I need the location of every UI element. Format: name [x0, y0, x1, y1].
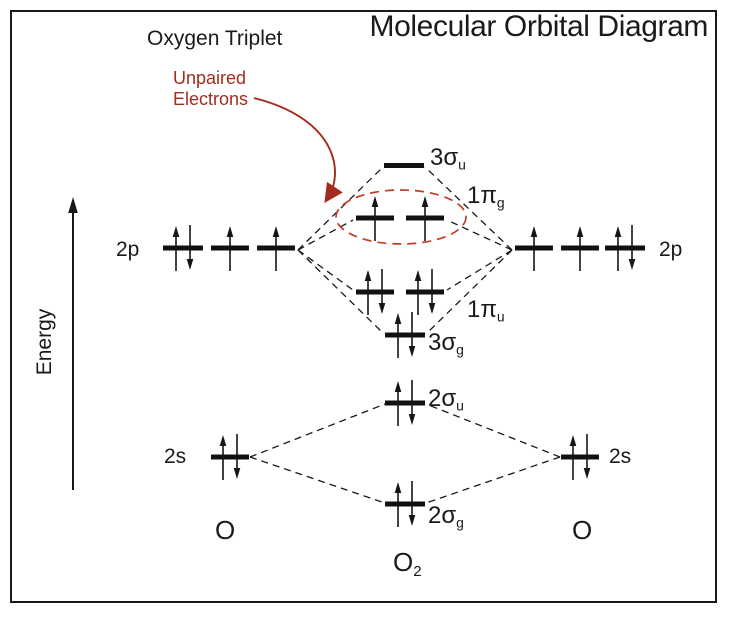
- mo-label-1pi-u: 1πu: [467, 296, 505, 325]
- correlation-lines: [249, 166, 561, 504]
- electron-up-arrow: [530, 226, 538, 271]
- electron-down-arrow: [628, 225, 636, 270]
- mo-label-2sigma-u: 2σu: [428, 385, 464, 414]
- electron-down-arrow: [408, 380, 416, 425]
- unpaired-electrons-label: Unpaired Electrons: [173, 68, 248, 110]
- electron-up-arrow: [569, 435, 577, 480]
- orbital-bar-left_2p-0: [163, 245, 203, 251]
- orbital-bar-mo_1pi_u-1: [406, 289, 444, 295]
- orbital-bar-mo_3sigma_g-0: [385, 332, 425, 338]
- right-2s-label: 2s: [609, 445, 632, 468]
- orbital-bar-right_2s-0: [561, 454, 599, 460]
- correlation-line: [297, 249, 385, 335]
- electron-down-arrow: [428, 269, 436, 314]
- electron-down-arrow: [233, 434, 241, 479]
- correlation-line: [425, 249, 513, 335]
- correlation-line: [249, 456, 386, 504]
- mo-label-2sigma-g: 2σg: [428, 502, 464, 531]
- diagram-border: [10, 10, 717, 603]
- correlation-line: [425, 403, 561, 458]
- mo-label-3sigma-u: 3σu: [430, 144, 466, 173]
- electron-up-arrow: [219, 435, 227, 480]
- correlation-line: [446, 219, 513, 251]
- electron-up-arrow: [614, 226, 622, 271]
- right-2p-label: 2p: [659, 238, 683, 261]
- electron-up-arrow: [394, 313, 402, 358]
- energy-axis: [68, 197, 78, 490]
- orbital-bar-mo_3sigma_u-0: [384, 163, 424, 168]
- electron-down-arrow: [583, 434, 591, 479]
- electron-up-arrow: [226, 226, 234, 271]
- correlation-line: [424, 166, 513, 251]
- diagram-title: Molecular Orbital Diagram: [369, 10, 709, 43]
- energy-axis-arrowhead-icon: [68, 197, 78, 213]
- electron-up-arrow: [394, 381, 402, 426]
- orbital-bar-right_2p-2: [605, 245, 645, 251]
- electron-up-arrow: [576, 226, 584, 271]
- electron-up-arrow: [394, 482, 402, 527]
- mo-label-3sigma-g: 3σg: [428, 329, 464, 358]
- orbital-bar-mo_2sigma_u-0: [385, 400, 425, 406]
- energy-axis-label: Energy: [32, 308, 56, 376]
- electron-down-arrow: [408, 481, 416, 526]
- electron-down-arrow: [186, 225, 194, 270]
- electron-down-arrow: [378, 269, 386, 314]
- unpaired-electrons-line2: Electrons: [173, 89, 249, 109]
- orbital-bar-mo_2sigma_g-0: [385, 501, 425, 507]
- unpaired-electrons-ellipse: [335, 189, 467, 245]
- molecule-symbol: O2: [393, 547, 422, 580]
- correlation-line: [297, 166, 384, 251]
- orbital-bar-mo_1pi_u-0: [356, 289, 394, 295]
- mo-label-1pi-g: 1πg: [467, 182, 505, 211]
- left-2s-label: 2s: [164, 445, 187, 468]
- unpaired-electrons-line1: Unpaired: [173, 68, 247, 88]
- correlation-line: [425, 456, 561, 504]
- electron-up-arrow: [371, 196, 379, 241]
- correlation-line: [297, 249, 354, 291]
- correlation-line: [249, 403, 386, 458]
- correlation-line: [446, 249, 513, 291]
- electron-down-arrow: [408, 312, 416, 357]
- right-atom-symbol: O: [572, 515, 593, 545]
- orbital-levels: [163, 163, 645, 527]
- electron-up-arrow: [364, 270, 372, 315]
- electron-up-arrow: [272, 226, 280, 271]
- left-2p-label: 2p: [116, 238, 140, 261]
- diagram-subtitle: Oxygen Triplet: [147, 27, 283, 50]
- electron-up-arrow: [414, 270, 422, 315]
- unpaired-electrons-arrow: [253, 97, 343, 203]
- electron-up-arrow: [172, 226, 180, 271]
- electron-up-arrow: [421, 196, 429, 241]
- correlation-line: [297, 219, 354, 251]
- left-atom-symbol: O: [215, 515, 236, 545]
- orbital-bar-left_2s-0: [211, 454, 249, 460]
